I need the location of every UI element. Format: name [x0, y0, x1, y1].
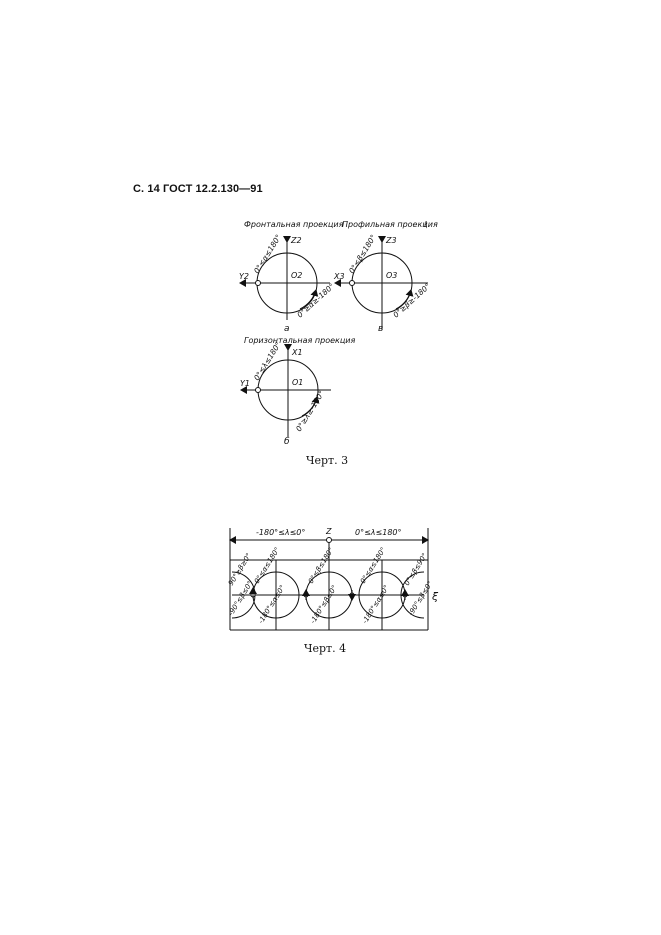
- fig4-z-label: Z: [325, 527, 332, 536]
- fig4-c4-top: 0°≤α≤180°: [359, 546, 388, 585]
- frontal-center-label: O2: [291, 271, 302, 280]
- horizontal-center-label: O1: [292, 378, 303, 387]
- profile-projection: [334, 236, 428, 330]
- frontal-lower-range: 0°≥α≥-180°: [295, 281, 336, 319]
- fig3-caption: Черт. 3: [306, 454, 349, 467]
- fig4-left-range: -180°≤λ≤0°: [256, 528, 305, 537]
- profile-center-label: O3: [386, 271, 397, 280]
- fig4-side-label: ξ: [431, 590, 439, 603]
- fig4-c4-bot: -180°≤α≤0°: [361, 584, 391, 625]
- fig4-frame: [229, 528, 429, 631]
- frontal-origin-point: [255, 280, 261, 286]
- profile-axis-x-label: X3: [333, 272, 345, 281]
- frontal-axis-y-label: Y2: [239, 272, 249, 281]
- profile-sublabel: в: [378, 324, 383, 334]
- fig4-c2-top: 0°≤α≤180°: [253, 546, 282, 585]
- fig4-c5-top: 0°≤β≤90°: [403, 552, 429, 587]
- profile-title: Профильная проекция: [342, 220, 438, 229]
- svg-text:ℓ: ℓ: [423, 220, 427, 229]
- frontal-axis-z-label: Z2: [290, 236, 302, 245]
- horizontal-rotation-arrow: [301, 396, 320, 417]
- frontal-projection: [239, 236, 330, 320]
- fig4-c3-bot: -180°≤β≤0°: [309, 584, 339, 625]
- horizontal-sublabel: б: [284, 437, 290, 447]
- fig4-c2-bot: -180°≤α≤0°: [257, 584, 287, 625]
- fig4-z-point: [326, 537, 332, 543]
- fig4-caption: Черт. 4: [304, 642, 347, 655]
- horizontal-origin-point: [255, 387, 261, 393]
- horizontal-axis-y-label: Y1: [240, 379, 250, 388]
- frontal-sublabel: а: [284, 324, 290, 334]
- profile-origin-point: [349, 280, 355, 286]
- frontal-rotation-arrow: [299, 289, 319, 310]
- profile-axis-z-label: Z3: [385, 236, 397, 245]
- horizontal-lower-range: 0°≥λ≥-180°: [294, 389, 326, 433]
- fig4-c5-bot: -90°≤β≤0°: [407, 580, 435, 617]
- fig4-right-range: 0°≤λ≤180°: [355, 528, 402, 537]
- horizontal-title: Горизонтальная проекция: [244, 336, 355, 345]
- fig4-c3-top: 0°≤β≤180°: [307, 546, 336, 585]
- frontal-title: Фронтальная проекция: [244, 220, 344, 229]
- page-header: С. 14 ГОСТ 12.2.130—91: [133, 183, 263, 195]
- profile-rotation-arrow: [395, 289, 414, 310]
- horizontal-projection: [240, 344, 331, 437]
- horizontal-axis-x-label: X1: [291, 348, 303, 357]
